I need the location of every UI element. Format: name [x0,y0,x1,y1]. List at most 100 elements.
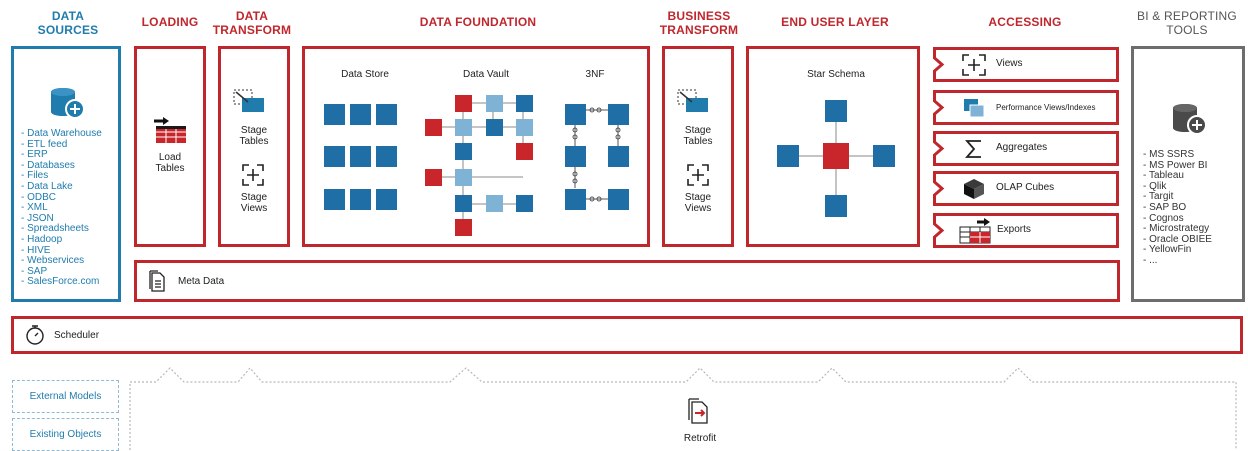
load-tables-label: Load Tables [140,152,200,174]
cube-icon [961,177,987,201]
list-item: Hadoop [21,234,119,246]
table-node [565,104,586,125]
label-line: Stage [684,192,712,203]
stage-tables-icon [676,88,712,116]
retrofit-icon [688,398,712,424]
label-line: Views [684,203,712,214]
external-models-button[interactable]: External Models [12,380,119,413]
table-node [565,189,586,210]
accessing-label: OLAP Cubes [996,182,1055,193]
business-stage-tables-label: Stage Tables [668,125,728,147]
header-loading: LOADING [141,15,199,29]
list-item: SAP [21,266,119,278]
sigma-icon [961,137,987,161]
list-item: JSON [21,213,119,225]
list-item: YellowFin [1143,245,1243,256]
list-item: Targit [1143,192,1243,203]
list-item: Cognos [1143,213,1243,225]
header-data-foundation: DATA FOUNDATION [419,15,537,29]
stage-views-icon [686,163,710,187]
bi-tools-list: MS SSRS MS Power BI Tableau Qlik Targit … [1143,149,1243,267]
satellite-node [486,195,503,212]
list-item: Oracle OBIEE [1143,234,1243,246]
hub-node [486,119,503,136]
load-tables-icon [154,116,188,144]
stopwatch-icon [24,324,46,346]
stage-views-icon [241,163,265,187]
header-line: TRANSFORM [659,23,739,37]
list-item: MS Power BI [1143,160,1243,172]
hub-node [455,195,472,212]
table-node [376,146,397,167]
existing-objects-button[interactable]: Existing Objects [12,418,119,451]
label-line: Views [240,203,268,214]
list-item: Webservices [21,256,119,267]
header-line: DATA [51,9,85,23]
table-node [565,146,586,167]
table-node [350,104,371,125]
hub-node [516,95,533,112]
stage-tables-label: Stage Tables [224,125,284,147]
link-node [516,143,533,160]
label-line: Tables [683,136,713,147]
table-node [608,104,629,125]
label-line: Stage [240,125,268,136]
accessing-item-olap-cubes[interactable]: OLAP Cubes [933,171,1119,206]
satellite-node [455,169,472,186]
list-item: Data Lake [21,181,119,193]
label-line: Tables [155,163,185,174]
star-schema-diagram [777,100,895,217]
performance-views-icon [961,96,987,120]
accessing-label: Views [996,58,1023,69]
accessing-label: Exports [997,224,1031,235]
views-icon [961,53,987,77]
data-vault-connectors [433,102,524,225]
link-node [455,219,472,236]
meta-data-label: Meta Data [178,276,225,287]
satellite-node [455,119,472,136]
list-item: Qlik [1143,181,1243,193]
scheduler-bar [11,316,1243,354]
stage-views-label: Stage Views [224,192,284,214]
accessing-item-aggregates[interactable]: Aggregates [933,131,1119,166]
list-item: ... [1143,255,1243,267]
header-line: TRANSFORM [212,23,292,37]
header-line: BUSINESS [667,9,731,23]
star-schema-label: Star Schema [807,69,865,80]
table-node [376,189,397,210]
retrofit-label: Retrofit [683,433,717,444]
accessing-item-performance-views[interactable]: Performance Views/Indexes [933,90,1119,125]
link-node [425,119,442,136]
header-line: DATA [235,9,269,23]
list-item: XML [21,203,119,214]
list-item: ODBC [21,192,119,204]
accessing-item-exports[interactable]: Exports [933,213,1119,248]
header-accessing: ACCESSING [988,15,1062,29]
list-item: Spreadsheets [21,224,119,235]
database-add-icon [49,86,87,122]
business-transform-panel [662,46,734,247]
label-line: Stage [684,125,712,136]
header-bi-reporting-tools: BI & REPORTING TOOLS [1128,9,1246,37]
table-node [608,146,629,167]
list-item: HIVE [21,245,119,257]
table-node [608,189,629,210]
accessing-item-views[interactable]: Views [933,47,1119,82]
data-store-label: Data Store [341,69,389,80]
data-vault-label: Data Vault [463,69,509,80]
stage-tables-icon [232,88,268,116]
list-item: Files [21,171,119,182]
table-node [324,189,345,210]
link-node [455,95,472,112]
exports-icon [959,217,993,245]
list-item: Microstrategy [1143,224,1243,235]
header-line: TOOLS [1166,23,1208,37]
accessing-label: Aggregates [996,142,1048,153]
retrofit-outline [129,367,1237,450]
label-line: Tables [239,136,269,147]
table-node [350,146,371,167]
data-transform-panel [218,46,290,247]
list-item: ETL feed [21,139,119,151]
meta-data-bar [134,260,1120,302]
data-sources-list: Data Warehouse ETL feed ERP Databases Fi… [21,128,119,288]
